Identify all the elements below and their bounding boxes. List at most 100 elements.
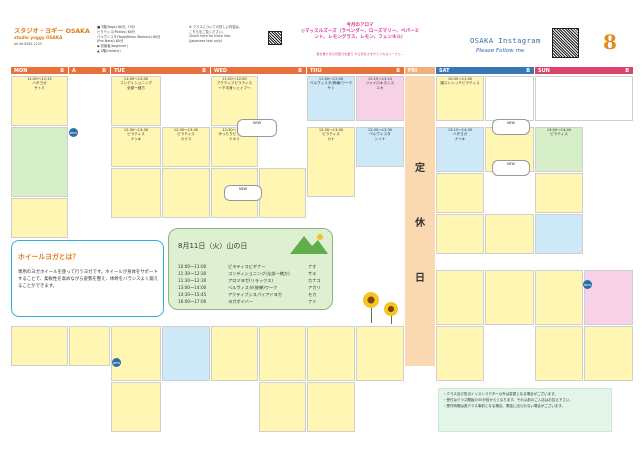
class-cell[interactable] bbox=[162, 326, 210, 381]
special-row-inst: アカリ bbox=[308, 285, 321, 290]
notice-line: Check here for more info. bbox=[189, 34, 232, 39]
special-row-inst: ナミ bbox=[308, 299, 317, 304]
footer-note: ・クラス及び担当インストラクター以外は変更となる場合がございます。 bbox=[443, 392, 558, 396]
studio-name: スタジオ・ヨギー OSAKA bbox=[14, 28, 90, 35]
notice-line: こちらをご覧ください。 bbox=[189, 29, 226, 34]
class-cell[interactable] bbox=[162, 168, 210, 218]
class-cell[interactable] bbox=[307, 326, 355, 381]
sunflower-icon bbox=[363, 292, 379, 308]
class-cell[interactable] bbox=[436, 270, 484, 325]
friday-closed: 定 休 日 bbox=[405, 76, 435, 366]
studio-tel: tel.06-6362-2103 bbox=[14, 42, 42, 46]
special-row-inst: サキ bbox=[308, 271, 317, 276]
wheel-yoga-box bbox=[11, 240, 164, 317]
class-cell[interactable] bbox=[584, 326, 633, 381]
footer-note: ・受付時間は各クラス事前となる場合、電話に出られない場合がございます。 bbox=[443, 403, 565, 408]
legend-item: ■ 3階(Yoga) 60分, 75分 bbox=[97, 25, 135, 29]
special-row-name: アロマヨガ(リラックス) bbox=[228, 278, 274, 283]
special-row-name: ベルヴィスタ(修練)ワーク bbox=[228, 285, 278, 290]
closed-char: 日 bbox=[415, 272, 425, 284]
class-cell[interactable] bbox=[436, 326, 484, 381]
class-cell[interactable] bbox=[259, 326, 306, 381]
new-class-bubble: NEW bbox=[492, 119, 530, 135]
class-cell[interactable] bbox=[584, 270, 633, 325]
special-row-name: ヨガボイバー bbox=[228, 299, 254, 304]
class-cell[interactable] bbox=[436, 214, 484, 254]
aroma-body: ◎マッスルズーズ（ラベンダー、ローズマリー、ペパーミント、レモングラス、レモン、… bbox=[300, 29, 420, 41]
aroma-title: 今月のアロマ bbox=[346, 23, 374, 28]
special-row-inst: モカ bbox=[308, 292, 317, 297]
class-cell[interactable] bbox=[535, 214, 583, 254]
footer-note: ・受付はクラス開始の30分前からとなります。それ以前のご入店はお控え下さい。 bbox=[443, 397, 573, 402]
class-cell[interactable] bbox=[259, 168, 306, 218]
special-row-inst: ナオ bbox=[308, 264, 317, 269]
special-row-name: コンディショニング(全部一緒方) bbox=[228, 271, 290, 276]
class-cell[interactable] bbox=[535, 270, 583, 325]
class-cell[interactable] bbox=[111, 326, 161, 381]
notice-line: (Japanese text only) bbox=[189, 38, 223, 43]
class-cell[interactable] bbox=[485, 214, 534, 254]
class-cell[interactable] bbox=[211, 326, 258, 381]
sunflower-stem bbox=[391, 312, 392, 324]
wheel-yoga-title: ホイールヨガとは？ bbox=[18, 253, 80, 261]
class-cell[interactable] bbox=[69, 326, 110, 366]
new-class-bubble: NEW bbox=[237, 119, 277, 137]
studio-sub: studio yoggy OSAKA bbox=[14, 35, 63, 40]
footer-notes: ・クラス及び担当インストラクター以外は変更となる場合がございます。 ・受付はクラ… bbox=[438, 388, 612, 432]
sunflower-icon bbox=[384, 302, 398, 316]
new-class-bubble: NEW bbox=[224, 185, 262, 201]
legend-item: ▲ 2階(Holistic) bbox=[97, 48, 121, 53]
new-badge: NEW bbox=[112, 358, 121, 367]
new-badge: NEW bbox=[583, 280, 592, 289]
class-cell[interactable] bbox=[11, 127, 68, 197]
special-row-time: 11:30〜12:30 bbox=[178, 271, 207, 276]
class-cell[interactable] bbox=[111, 168, 161, 218]
class-cell[interactable] bbox=[11, 198, 68, 238]
special-row-time: 13:00〜14:00 bbox=[178, 285, 207, 290]
mountain-icon bbox=[290, 234, 328, 254]
special-row-time: 16:00〜17:00 bbox=[178, 299, 207, 304]
special-day-title: 8月11日（火）山の日 bbox=[178, 242, 248, 250]
class-cell[interactable] bbox=[535, 326, 583, 381]
class-cell[interactable] bbox=[485, 76, 534, 121]
special-row-inst: カナコ bbox=[308, 278, 321, 283]
class-cell[interactable] bbox=[307, 382, 355, 432]
class-cell[interactable] bbox=[11, 326, 68, 366]
class-cell[interactable] bbox=[259, 382, 306, 432]
class-cell[interactable] bbox=[356, 326, 404, 381]
info-qr-code[interactable] bbox=[268, 31, 282, 45]
special-row-time: 14:30〜15:45 bbox=[178, 292, 207, 297]
day-header-fri: FRI bbox=[405, 67, 435, 74]
instagram-qr-code[interactable] bbox=[552, 28, 579, 58]
legend-item: ベルヴィスタ(Yoga/Relax Workout) 60分 bbox=[97, 34, 161, 39]
special-row-time: 10:00〜11:00 bbox=[178, 264, 207, 269]
wheel-yoga-body: 専用のヨガホイールを使って行うヨガです。ホイールが身体をサポートすることで、柔軟… bbox=[18, 270, 159, 289]
legend-item: ◆ 初級者(beginner) bbox=[97, 44, 128, 49]
class-cell[interactable] bbox=[111, 382, 161, 432]
special-row-name: アクティブシスパイアドヨガ bbox=[228, 292, 282, 297]
class-cell[interactable] bbox=[485, 270, 534, 325]
class-cell[interactable] bbox=[535, 76, 633, 121]
class-cell[interactable] bbox=[436, 173, 484, 213]
class-cell[interactable] bbox=[535, 173, 583, 213]
special-row-name: ピラティスビギナー bbox=[228, 264, 266, 269]
closed-char: 休 bbox=[415, 217, 425, 229]
